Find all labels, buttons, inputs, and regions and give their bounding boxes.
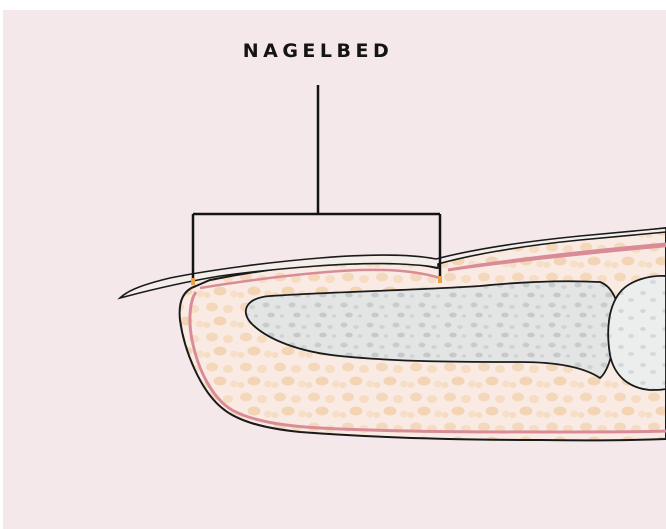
nail-bed-bracket — [193, 85, 440, 282]
nail-bed-label: NAGELBED — [0, 40, 636, 62]
